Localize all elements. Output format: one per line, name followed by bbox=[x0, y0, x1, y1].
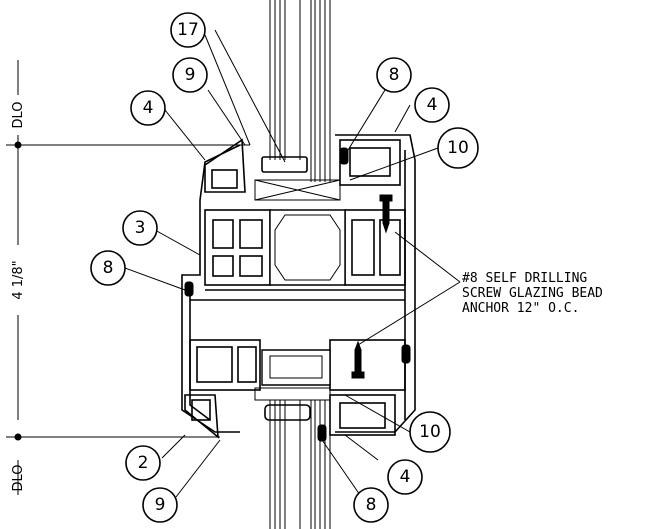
gasket-bottom bbox=[317, 424, 327, 442]
gasket-left bbox=[184, 281, 194, 297]
callout-2: 2 bbox=[125, 445, 161, 481]
callout-8-bottom: 8 bbox=[353, 487, 389, 523]
svg-text:4: 4 bbox=[143, 98, 154, 118]
svg-text:2: 2 bbox=[138, 453, 149, 473]
svg-text:8: 8 bbox=[366, 495, 377, 515]
callout-8-left: 8 bbox=[90, 250, 126, 286]
svg-text:4: 4 bbox=[400, 467, 411, 487]
svg-text:17: 17 bbox=[177, 20, 199, 40]
svg-text:8: 8 bbox=[103, 258, 114, 278]
callout-10-top: 10 bbox=[437, 127, 479, 169]
callout-9-bottom: 9 bbox=[142, 487, 178, 523]
dlo-top-label: DLO bbox=[11, 101, 26, 128]
callout-4-bottom: 4 bbox=[387, 459, 423, 495]
svg-text:3: 3 bbox=[135, 218, 146, 238]
callout-4-top-left: 4 bbox=[130, 90, 166, 126]
callout-4-top-right: 4 bbox=[414, 87, 450, 123]
setting-block-top bbox=[261, 156, 308, 173]
dim-tick-bottom bbox=[14, 433, 22, 441]
callout-8-top: 8 bbox=[376, 57, 412, 93]
svg-text:9: 9 bbox=[185, 65, 196, 85]
note-line-1: #8 SELF DRILLING bbox=[462, 271, 587, 286]
callout-10-bottom: 10 bbox=[409, 411, 451, 453]
note-line-3: ANCHOR 12" O.C. bbox=[462, 301, 579, 316]
dimension-group: DLO 4 1/8" DLO bbox=[6, 60, 250, 495]
setting-block-bottom bbox=[264, 404, 311, 421]
svg-text:8: 8 bbox=[389, 65, 400, 85]
callout-17: 17 bbox=[170, 12, 206, 48]
svg-text:9: 9 bbox=[155, 495, 166, 515]
screw-note: #8 SELF DRILLING SCREW GLAZING BEAD ANCH… bbox=[462, 271, 603, 316]
glass-upper bbox=[269, 0, 331, 182]
screw-lower bbox=[351, 340, 365, 379]
dim-tick-top bbox=[14, 141, 22, 149]
callout-9-top: 9 bbox=[172, 57, 208, 93]
dlo-bottom-label: DLO bbox=[11, 464, 26, 491]
callout-3: 3 bbox=[122, 210, 158, 246]
gasket-top-right bbox=[339, 147, 349, 165]
screw-upper bbox=[379, 194, 393, 234]
note-line-2: SCREW GLAZING BEAD bbox=[462, 286, 603, 301]
leader-lines bbox=[124, 29, 461, 498]
frame-profile bbox=[181, 134, 416, 442]
glass-lower bbox=[269, 400, 331, 529]
svg-text:10: 10 bbox=[419, 422, 441, 442]
dimension-label: 4 1/8" bbox=[11, 260, 26, 299]
svg-text:10: 10 bbox=[447, 138, 469, 158]
gasket-right bbox=[401, 344, 411, 364]
svg-text:4: 4 bbox=[427, 95, 438, 115]
